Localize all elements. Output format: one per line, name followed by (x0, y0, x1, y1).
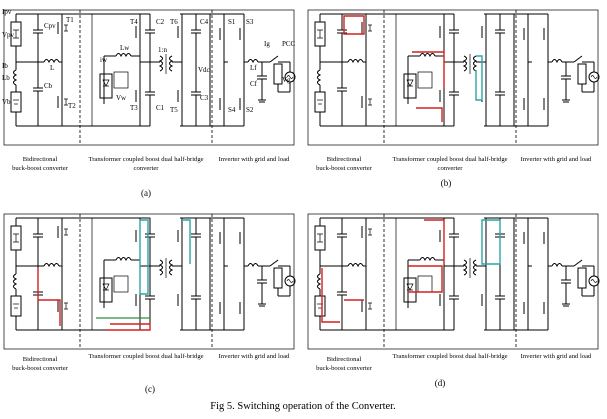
svg-text:Lb: Lb (2, 74, 10, 82)
svg-text:T6: T6 (170, 18, 178, 26)
svg-text:Vpv: Vpv (2, 31, 15, 39)
svg-text:PCC: PCC (282, 40, 296, 48)
svg-text:buck-boost converter: buck-boost converter (316, 365, 373, 372)
flow-paths-d (321, 219, 501, 323)
svg-text:buck-boost converter: buck-boost converter (12, 165, 69, 172)
svg-text:Bidirectional: Bidirectional (23, 356, 58, 363)
svg-text:Lw: Lw (120, 44, 130, 52)
svg-text:Cpv: Cpv (44, 22, 56, 30)
svg-text:buck-boost converter: buck-boost converter (12, 365, 69, 372)
flow-paths-c (37, 219, 191, 331)
svg-text:(c): (c) (145, 384, 155, 394)
svg-text:Vb: Vb (2, 98, 11, 106)
panel-a-sections: Bidirectional buck-boost converter Trans… (12, 156, 290, 198)
figure-caption: Fig 5. Switching operation of the Conver… (210, 401, 395, 412)
svg-text:Ib: Ib (2, 62, 8, 70)
panel-b (307, 9, 600, 146)
svg-text:S3: S3 (246, 18, 254, 26)
svg-text:S4: S4 (228, 106, 236, 114)
svg-text:iw: iw (100, 56, 108, 64)
panel-b-sections: Bidirectional buck-boost converter Trans… (316, 156, 592, 188)
svg-text:1:n: 1:n (158, 46, 167, 54)
svg-text:T1: T1 (66, 16, 74, 24)
svg-text:C4: C4 (200, 18, 209, 26)
svg-text:T4: T4 (130, 18, 138, 26)
svg-text:Ipv: Ipv (2, 8, 12, 16)
svg-text:Transformer coupled boost dual: Transformer coupled boost dual half-brid… (392, 156, 507, 163)
svg-text:Lf: Lf (250, 64, 257, 72)
svg-text:Cb: Cb (44, 82, 53, 90)
svg-text:T3: T3 (130, 104, 138, 112)
svg-text:L: L (50, 64, 54, 72)
svg-text:Bidirectional: Bidirectional (327, 356, 362, 363)
svg-text:Transformer coupled boost dual: Transformer coupled boost dual half-brid… (88, 156, 203, 163)
svg-text:Transformer coupled boost dual: Transformer coupled boost dual half-brid… (392, 353, 507, 360)
svg-text:(d): (d) (435, 378, 446, 388)
panel-c-sections: Bidirectional buck-boost converter Trans… (12, 353, 290, 394)
svg-text:Inverter with grid and load: Inverter with grid and load (219, 156, 290, 163)
panel-d (307, 213, 600, 350)
panel-a-labels: Ipv Vpv Cpv T1 T2 L Ib Lb Vb Cb T4 T3 C2… (2, 8, 296, 114)
svg-text:T2: T2 (68, 102, 76, 110)
svg-text:S2: S2 (246, 106, 254, 114)
panel-a (3, 9, 296, 146)
svg-text:Bidirectional: Bidirectional (23, 156, 58, 163)
svg-text:Vg: Vg (282, 76, 291, 84)
svg-text:Inverter with grid and load: Inverter with grid and load (521, 156, 592, 163)
svg-text:Bidirectional: Bidirectional (327, 156, 362, 163)
panel-d-sections: Bidirectional buck-boost converter Trans… (316, 353, 592, 388)
svg-text:C2: C2 (156, 18, 165, 26)
svg-text:(a): (a) (141, 188, 151, 198)
flow-paths-b (343, 15, 483, 122)
svg-text:S1: S1 (228, 18, 236, 26)
svg-text:Vdc: Vdc (198, 66, 210, 74)
svg-text:Inverter with grid and load: Inverter with grid and load (219, 353, 290, 360)
svg-text:converter: converter (438, 165, 464, 172)
svg-text:converter: converter (134, 165, 160, 172)
svg-text:buck-boost converter: buck-boost converter (316, 165, 373, 172)
svg-text:Inverter with grid and load: Inverter with grid and load (521, 353, 592, 360)
svg-text:C1: C1 (156, 104, 165, 112)
svg-text:Ig: Ig (264, 40, 270, 48)
svg-text:Cf: Cf (250, 80, 258, 88)
svg-text:Vw: Vw (116, 94, 127, 102)
svg-text:(b): (b) (441, 178, 452, 188)
svg-text:Transformer coupled boost dual: Transformer coupled boost dual half-brid… (88, 353, 203, 360)
svg-text:C3: C3 (200, 94, 209, 102)
svg-text:T5: T5 (170, 106, 178, 114)
